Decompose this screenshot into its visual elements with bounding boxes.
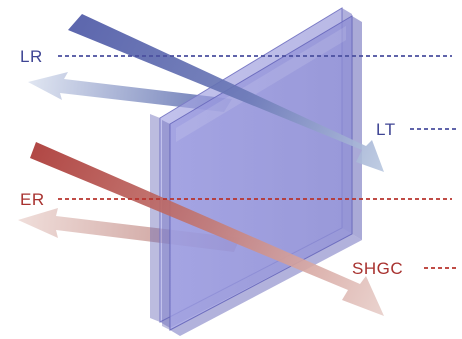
light-reflected-arrow [28,72,232,112]
light-transmitted-arrow [68,14,384,172]
shgc-label: SHGC [352,259,403,278]
lr-label: LR [20,47,43,66]
lt-label: LT [376,120,396,139]
er-label: ER [20,190,45,209]
glass-panes [150,7,362,336]
solar-transmitted-arrow [30,142,384,316]
front-glass-pane [162,15,362,336]
